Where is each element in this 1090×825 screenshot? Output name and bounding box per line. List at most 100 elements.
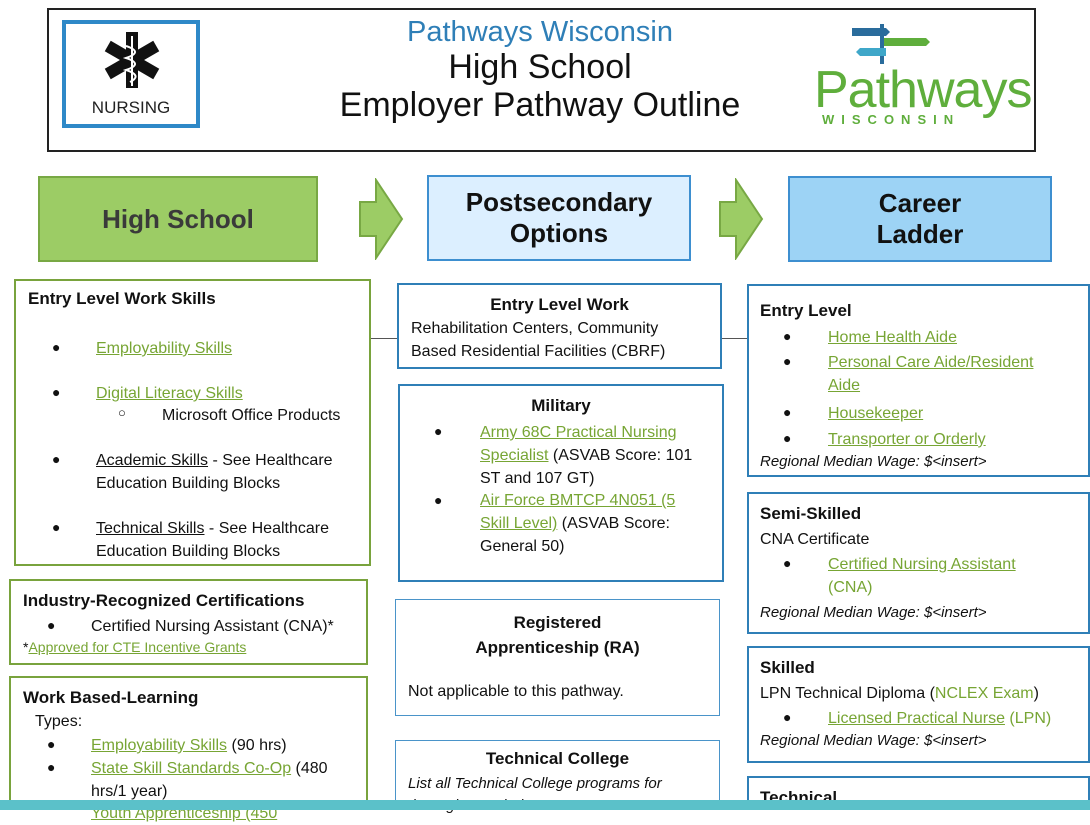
- title-line-2: Employer Pathway Outline: [339, 86, 741, 124]
- box-title: Entry Level Work: [490, 295, 629, 314]
- office-products-text: Microsoft Office Products: [162, 407, 341, 424]
- entry-work-line-2: Based Residential Facilities (CBRF): [411, 343, 666, 360]
- bullet: ●: [783, 555, 792, 571]
- digital-literacy-link[interactable]: Digital Literacy Skills: [96, 385, 243, 402]
- skilled-sub-prefix: LPN Technical Diploma (: [760, 685, 935, 702]
- army-item: Army 68C Practical Nursing Specialist (A…: [480, 421, 720, 490]
- wage-text: Regional Median Wage: $<insert>: [760, 732, 987, 749]
- skilled-subtitle: LPN Technical Diploma (NCLEX Exam): [760, 682, 1039, 705]
- technical-skills-rest2: Education Building Blocks: [96, 543, 281, 560]
- personal-care-item: Personal Care Aide/Resident Aide: [828, 351, 1088, 397]
- career-line-1: Career: [878, 188, 962, 218]
- arrow-right-icon: [719, 178, 764, 260]
- bullet: ●: [52, 519, 61, 535]
- box-title: Industry-Recognized Certifications: [23, 591, 305, 610]
- skilled-sub-suffix: ): [1033, 685, 1039, 702]
- career-line-2: Ladder: [876, 219, 964, 249]
- wbl-item-1-rest: (90 hrs): [227, 737, 287, 754]
- wage-text: Regional Median Wage: $<insert>: [760, 453, 987, 470]
- box-title: Technical College: [485, 749, 630, 768]
- cte-grants-link[interactable]: Approved for CTE Incentive Grants: [28, 639, 247, 655]
- military-box: Military ● Army 68C Practical Nursing Sp…: [398, 384, 724, 582]
- academic-skills-rest2: Education Building Blocks: [96, 475, 281, 492]
- bottom-strip: [0, 800, 1090, 810]
- bullet: ●: [783, 709, 792, 725]
- cna-cert-text: Certified Nursing Assistant (CNA)*: [91, 618, 334, 635]
- column-career-ladder: Career Ladder: [788, 176, 1052, 262]
- bullet: ●: [434, 423, 443, 439]
- bullet: ●: [52, 451, 61, 467]
- cte-note: *Approved for CTE Incentive Grants: [23, 639, 246, 655]
- airforce-link[interactable]: Air Force BMTCP 4N051 (5: [480, 492, 676, 509]
- career-semi-skilled-box: Semi-Skilled CNA Certificate ● Certified…: [747, 492, 1090, 634]
- bullet: ●: [47, 736, 56, 752]
- co-op-link[interactable]: State Skill Standards Co-Op: [91, 760, 292, 777]
- box-title: Entry Level: [760, 301, 852, 320]
- wbl-item-2-rest2: hrs/1 year): [91, 783, 168, 800]
- arrow-right-icon: [359, 178, 404, 260]
- airforce-item: Air Force BMTCP 4N051 (5 Skill Level) (A…: [480, 489, 720, 558]
- wbl-item-1: Employability Skills (90 hrs): [91, 734, 287, 757]
- lpn-link[interactable]: Licensed Practical Nurse: [828, 710, 1005, 727]
- pathways-logo: Pathways WISCONSIN: [812, 24, 1032, 134]
- connector-line: [370, 338, 398, 339]
- bullet: ●: [783, 404, 792, 420]
- technical-skills-link[interactable]: Technical Skills: [96, 520, 205, 537]
- academic-skills-link[interactable]: Academic Skills: [96, 452, 209, 469]
- nursing-badge: NURSING: [62, 20, 200, 128]
- bullet: ●: [52, 384, 61, 400]
- airforce-rest-2: General 50): [480, 538, 565, 555]
- work-based-learning-box: Work Based-Learning Types: ● Employabili…: [9, 676, 368, 822]
- apprenticeship-box: Registered Apprenticeship (RA) Not appli…: [395, 599, 720, 716]
- lpn-abbrev: (LPN): [1004, 710, 1052, 727]
- logo-wordmark: Pathways: [814, 61, 1032, 119]
- entry-level-work-box: Entry Level Work Rehabilitation Centers,…: [397, 283, 722, 369]
- box-title: Registered Apprenticeship (RA): [396, 610, 719, 660]
- box-title: Military: [531, 396, 591, 415]
- housekeeper-link[interactable]: Housekeeper: [828, 405, 924, 422]
- technical-skills-item: Technical Skills - See Healthcare Educat…: [96, 517, 366, 563]
- army-68c-link-2[interactable]: Specialist: [480, 447, 549, 464]
- box-title: Work Based-Learning: [23, 688, 199, 707]
- tech-college-line-1: List all Technical College programs for: [408, 775, 662, 792]
- career-skilled-box: Skilled LPN Technical Diploma (NCLEX Exa…: [747, 646, 1090, 763]
- connector-line: [722, 338, 748, 339]
- sub-bullet: ○: [118, 405, 126, 420]
- badge-label: NURSING: [91, 98, 171, 117]
- postsecondary-line-2: Options: [509, 218, 609, 248]
- wbl-item-2-rest: (480: [291, 760, 328, 777]
- technical-college-box: Technical College List all Technical Col…: [395, 740, 720, 814]
- cna-item: Certified Nursing Assistant (CNA): [828, 553, 1088, 599]
- apprenticeship-title-2: Apprenticeship (RA): [475, 638, 640, 657]
- wbl-employability-link[interactable]: Employability Skills: [91, 737, 228, 754]
- army-rest-2: ST and 107 GT): [480, 470, 595, 487]
- army-68c-link[interactable]: Army 68C Practical Nursing: [480, 424, 677, 441]
- home-health-aide-link[interactable]: Home Health Aide: [828, 329, 957, 346]
- wbl-item-2: State Skill Standards Co-Op (480 hrs/1 y…: [91, 757, 361, 803]
- airforce-rest: (ASVAB Score:: [557, 515, 670, 532]
- transporter-link[interactable]: Transporter or Orderly: [828, 431, 986, 448]
- nclex-link[interactable]: NCLEX Exam: [934, 685, 1034, 702]
- box-title: Skilled: [760, 658, 815, 677]
- postsecondary-line-1: Postsecondary: [465, 187, 653, 217]
- personal-care-aide-link-2[interactable]: Aide: [828, 377, 861, 394]
- bullet: ●: [783, 328, 792, 344]
- semi-subtitle: CNA Certificate: [760, 531, 870, 548]
- certifications-box: Industry-Recognized Certifications ● Cer…: [9, 579, 368, 665]
- box-title: Semi-Skilled: [760, 504, 862, 523]
- academic-skills-item: Academic Skills - See Healthcare Educati…: [96, 449, 366, 495]
- technical-skills-rest: - See Healthcare: [204, 520, 329, 537]
- cna-link[interactable]: Certified Nursing Assistant: [828, 556, 1016, 573]
- bullet: ●: [47, 617, 56, 633]
- apprenticeship-text: Not applicable to this pathway.: [408, 683, 624, 700]
- airforce-link-2[interactable]: Skill Level): [480, 515, 558, 532]
- entry-work-line-1: Rehabilitation Centers, Community: [411, 320, 659, 337]
- apprenticeship-title-1: Registered: [513, 613, 602, 632]
- personal-care-aide-link[interactable]: Personal Care Aide/Resident: [828, 354, 1034, 371]
- bullet: ●: [47, 759, 56, 775]
- bullet: ●: [783, 353, 792, 369]
- employability-skills-link[interactable]: Employability Skills: [96, 340, 233, 357]
- entry-work-skills-box: Entry Level Work Skills ● Employability …: [14, 279, 371, 566]
- army-rest: (ASVAB Score: 101: [548, 447, 693, 464]
- bullet: ●: [52, 339, 61, 355]
